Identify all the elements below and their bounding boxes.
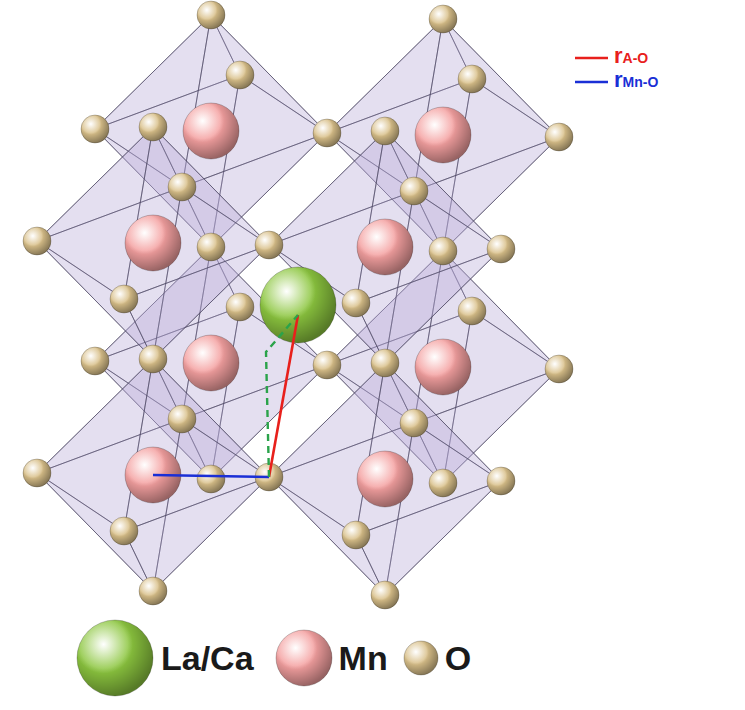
mn-o-bond-line xyxy=(153,475,269,477)
o-atom xyxy=(255,231,283,259)
o-atom xyxy=(226,61,254,89)
o-atom xyxy=(429,469,457,497)
o-atom xyxy=(139,113,167,141)
o-atom xyxy=(110,285,138,313)
o-atom xyxy=(371,117,399,145)
legend-text: Mn xyxy=(339,641,388,675)
o-atom xyxy=(313,351,341,379)
o-atom xyxy=(545,123,573,151)
legend-ball xyxy=(77,620,153,696)
o-atom xyxy=(197,233,225,261)
o-atom xyxy=(545,355,573,383)
octahedra xyxy=(37,15,559,595)
mn-atom xyxy=(415,107,471,163)
atoms xyxy=(23,1,573,609)
mno6-octahedron xyxy=(37,127,269,359)
legend-line-sample xyxy=(575,81,608,84)
o-atom xyxy=(168,405,196,433)
dashed-guide-line xyxy=(266,315,298,477)
o-atom xyxy=(168,173,196,201)
legend-text: La/Ca xyxy=(161,641,254,675)
mn-atom xyxy=(183,335,239,391)
o-atom xyxy=(400,177,428,205)
legend-swatch xyxy=(402,639,440,677)
legend-text: rA-O xyxy=(614,45,648,67)
legend-swatch xyxy=(274,628,334,688)
o-atom xyxy=(23,459,51,487)
o-atom xyxy=(23,227,51,255)
o-atom xyxy=(81,115,109,143)
la-ca-atom xyxy=(260,267,336,343)
mno6-octahedron xyxy=(37,359,269,591)
o-atom xyxy=(342,521,370,549)
o-atom xyxy=(458,297,486,325)
a-o-bond-line xyxy=(269,315,298,477)
legend-ball xyxy=(276,630,332,686)
o-atom xyxy=(313,119,341,147)
mn-atom xyxy=(415,339,471,395)
legend-text: rMn-O xyxy=(614,69,658,91)
o-atom xyxy=(226,293,254,321)
legend-text: O xyxy=(445,641,471,675)
legend-swatch xyxy=(75,618,155,698)
o-atom xyxy=(400,409,428,437)
legend-line-sample xyxy=(575,57,608,60)
mno6-octahedron xyxy=(269,363,501,595)
mn-atom xyxy=(357,451,413,507)
o-atom xyxy=(197,465,225,493)
o-atom xyxy=(371,349,399,377)
mn-atom xyxy=(357,219,413,275)
o-atom xyxy=(81,347,109,375)
o-atom xyxy=(458,65,486,93)
mn-atom xyxy=(183,103,239,159)
o-atom xyxy=(429,5,457,33)
o-atom xyxy=(371,581,399,609)
o-atom xyxy=(429,237,457,265)
o-atom xyxy=(139,577,167,605)
o-atom xyxy=(487,235,515,263)
o-atom xyxy=(487,467,515,495)
mn-atom xyxy=(125,215,181,271)
o-atom xyxy=(197,1,225,29)
o-atom xyxy=(110,517,138,545)
o-atom xyxy=(139,345,167,373)
legend-ball xyxy=(404,641,438,675)
o-atom xyxy=(342,289,370,317)
